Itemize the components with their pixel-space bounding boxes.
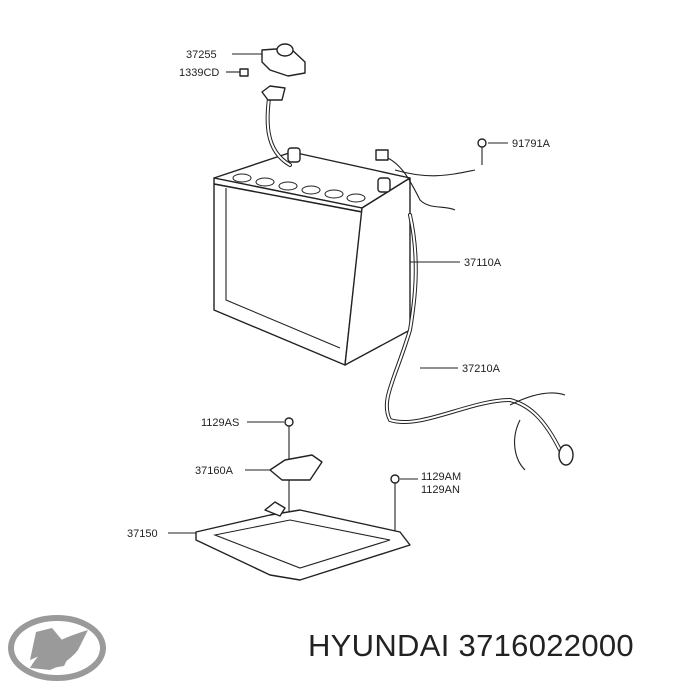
svg-text:37255: 37255	[186, 49, 217, 61]
terminal-cover	[239, 43, 306, 77]
svg-text:37210A: 37210A	[462, 363, 501, 375]
part-label-37160A: 37160A	[195, 465, 270, 477]
part-label-37255: 37255	[186, 49, 262, 61]
svg-text:1129AS: 1129AS	[201, 417, 239, 429]
battery	[213, 147, 411, 366]
part-number: 3716022000	[458, 628, 634, 663]
svg-text:91791A: 91791A	[512, 138, 551, 150]
svg-text:1339CD: 1339CD	[179, 67, 219, 79]
svg-text:1129AN: 1129AN	[421, 484, 460, 496]
svg-text:37150: 37150	[127, 528, 158, 540]
svg-text:37110A: 37110A	[464, 257, 502, 269]
part-label-37150: 37150	[127, 528, 196, 540]
hyundai-logo	[8, 615, 106, 681]
part-label-37110A: 37110A	[410, 257, 502, 269]
product-caption: HYUNDAI 3716022000	[308, 628, 634, 664]
svg-text:1129AM: 1129AM	[421, 471, 461, 483]
part-label-1129AS: 1129AS	[201, 417, 284, 429]
battery-tray	[195, 501, 411, 581]
svg-text:37160A: 37160A	[195, 465, 234, 477]
brand-name: HYUNDAI	[308, 628, 450, 663]
part-label-91791A: 91791A	[488, 138, 551, 150]
part-label-37210A: 37210A	[420, 363, 501, 375]
part-label-1339CD: 1339CD	[179, 67, 240, 79]
